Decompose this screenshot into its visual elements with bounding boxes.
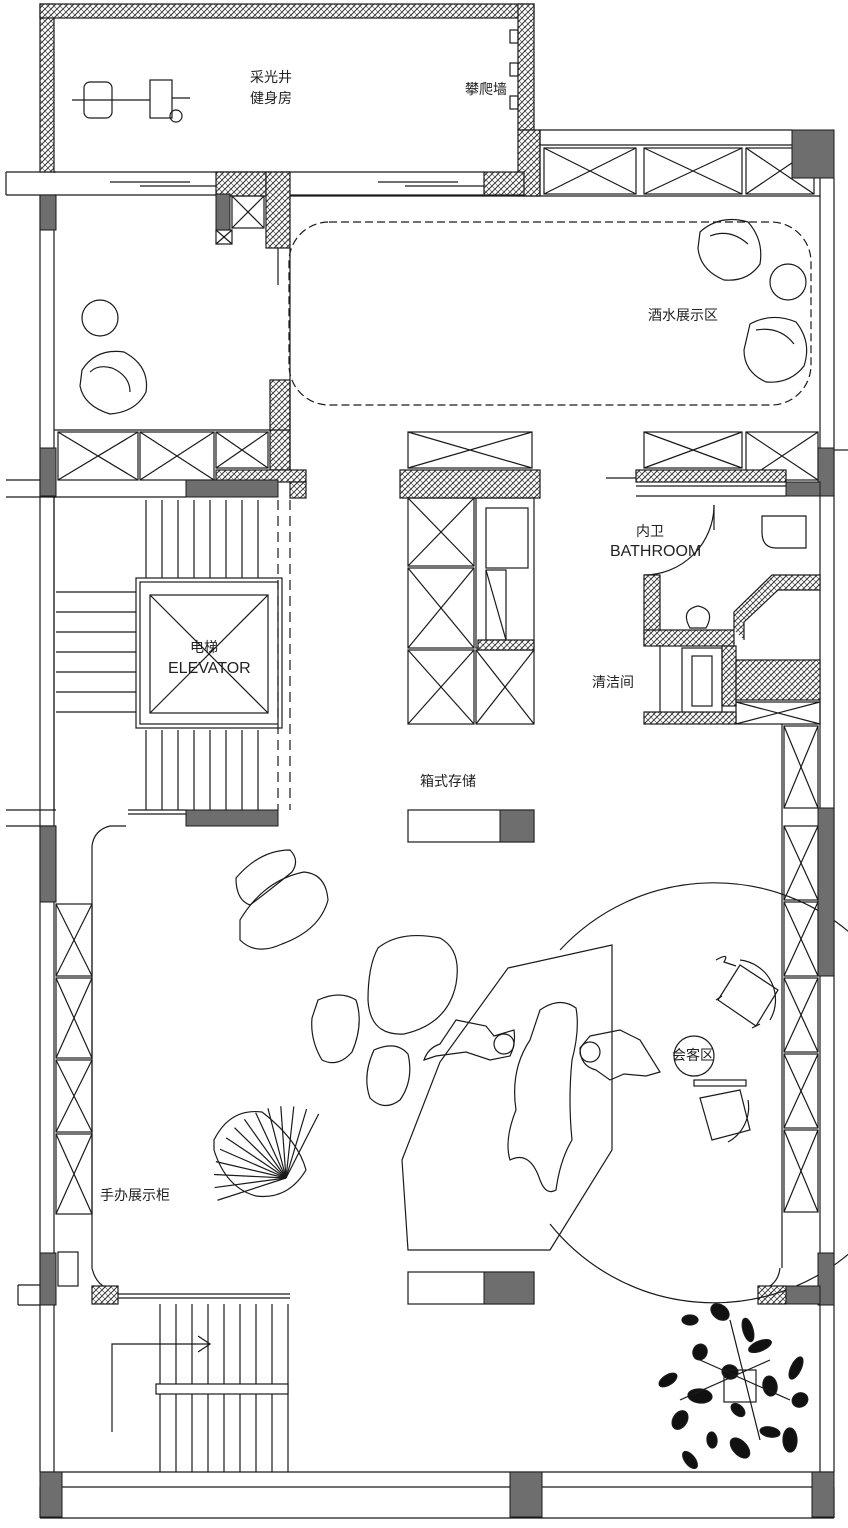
stair-steps-upper [56, 500, 259, 810]
label-figure-cabinet: 手办展示柜 [100, 1188, 170, 1204]
label-bathroom: BATHROOM [610, 543, 701, 560]
top-cabinets [543, 147, 815, 195]
storage-pedestals [407, 809, 535, 1305]
storage-block [407, 497, 535, 725]
reception-area [213, 849, 848, 1304]
label-cleaning-room: 清洁间 [592, 675, 634, 691]
structural-columns [39, 129, 835, 1518]
label-climbing-wall: 攀爬墙 [465, 82, 507, 98]
lounge-chairs [79, 219, 808, 415]
left-figure-cabinets [55, 903, 93, 1215]
label-inner-wc: 内卫 [636, 524, 664, 540]
stair-steps-lower [155, 1304, 289, 1472]
label-box-storage: 箱式存储 [420, 774, 476, 790]
label-elevator-cn: 电梯 [190, 640, 218, 656]
stair-arrow [111, 1335, 212, 1432]
gym-equipment [72, 79, 190, 123]
armchairs [673, 955, 779, 1143]
label-reception: 会客区 [672, 1047, 714, 1064]
label-wine-display: 酒水展示区 [648, 308, 718, 324]
mid-cabinets-right [606, 431, 819, 497]
upper-right-walls [290, 129, 848, 451]
bathroom [643, 504, 821, 725]
lower-walls [57, 724, 787, 1305]
label-elevator-en: ELEVATOR [168, 660, 251, 677]
mid-cabinets-center [399, 431, 541, 499]
wine-display-island [288, 221, 812, 406]
stair-core [53, 481, 307, 815]
label-gym: 健身房 [250, 91, 292, 107]
tree [658, 1303, 809, 1470]
people-figures [423, 1019, 661, 1081]
fan-chair [214, 1106, 320, 1201]
outer-walls [5, 171, 835, 1519]
gym-walls [39, 3, 541, 197]
label-lightwell: 采光井 [250, 70, 292, 86]
mid-cabinets-left [54, 431, 269, 498]
partition-walls [54, 171, 307, 483]
elevator [135, 577, 283, 729]
right-display-cabinets [783, 725, 819, 1213]
